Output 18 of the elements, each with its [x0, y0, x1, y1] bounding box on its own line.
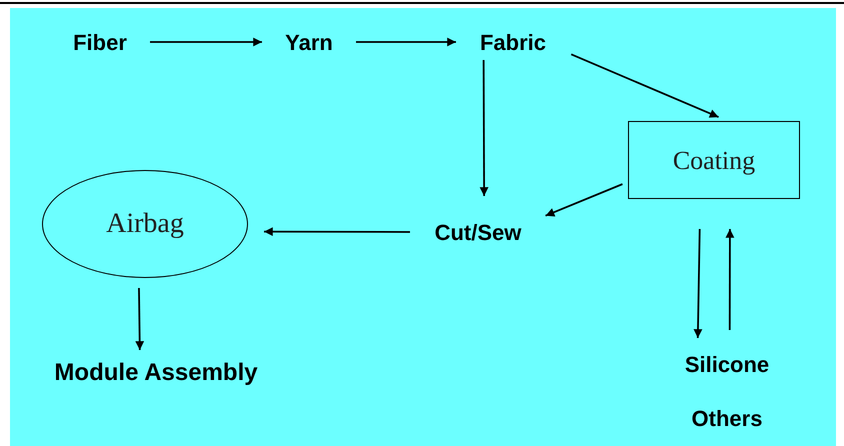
arrow	[545, 183, 623, 217]
material-label: Others	[692, 408, 762, 430]
product-ellipse: Airbag	[42, 170, 248, 278]
arrow	[264, 227, 410, 236]
process-label: Module Assembly	[22, 358, 290, 388]
arrow	[356, 38, 456, 46]
process-label: Fiber	[58, 28, 142, 56]
arrow	[726, 229, 734, 330]
process-label: Fabric	[464, 28, 562, 56]
process-label: Yarn	[270, 28, 348, 56]
arrow	[570, 54, 719, 118]
arrow	[694, 228, 702, 338]
process-box: Coating	[628, 121, 800, 199]
arrow	[135, 288, 144, 350]
process-label: Cut/Sew	[416, 218, 540, 246]
material-label: Silicone	[684, 354, 770, 376]
arrow	[150, 38, 262, 46]
arrow	[480, 60, 488, 196]
